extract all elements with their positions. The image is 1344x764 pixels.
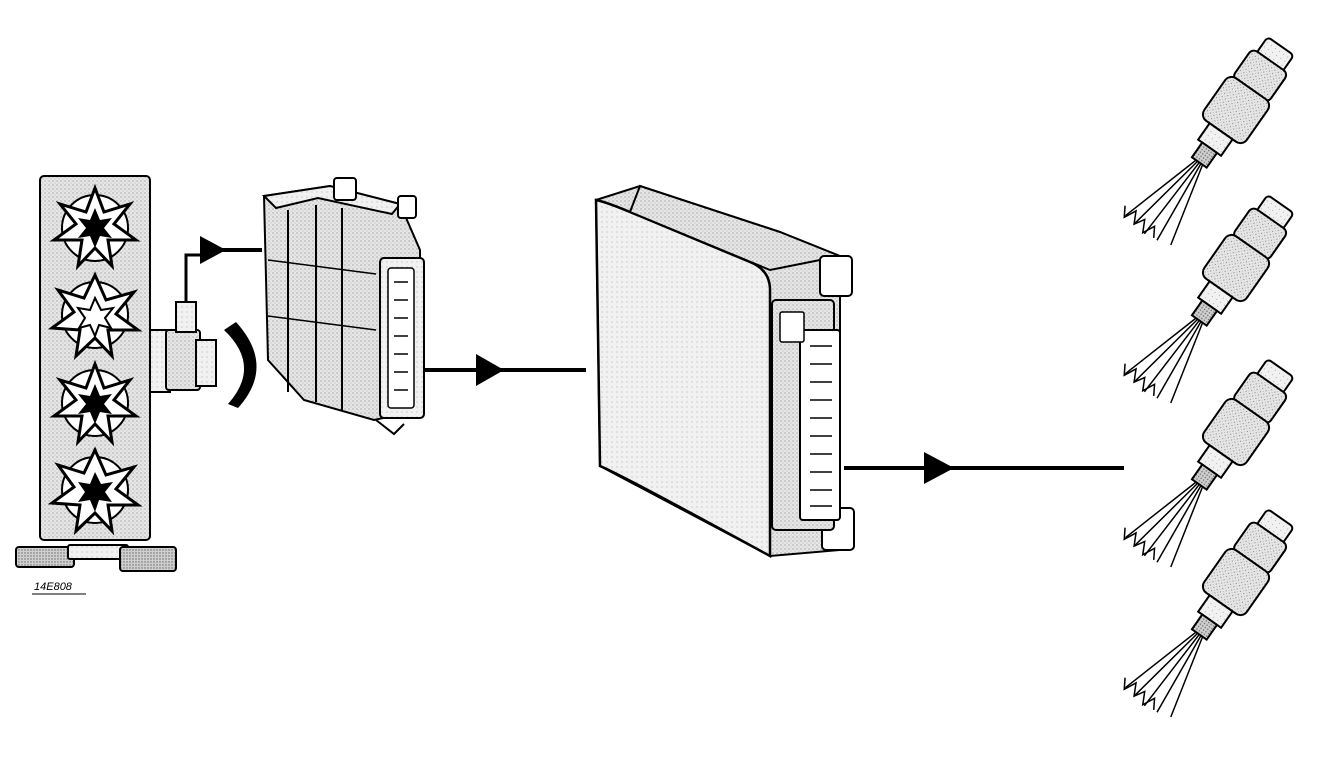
fuel-injector-3 <box>1123 359 1294 568</box>
fuel-injector-1 <box>1123 37 1294 246</box>
cylinder-1-explosion-icon <box>49 183 141 271</box>
ecu-to-injectors-arrow <box>844 452 1124 484</box>
cylinder-2-explosion-icon <box>47 271 143 361</box>
cylinder-4-explosion-icon <box>47 446 143 536</box>
figure-reference: 14E808 <box>32 581 86 595</box>
engine-block <box>15 175 177 572</box>
fuel-injector-4 <box>1123 509 1294 718</box>
electronic-control-unit <box>594 184 855 559</box>
svg-text:14E808: 14E808 <box>34 581 73 593</box>
cylinder-3-explosion-icon <box>49 359 141 447</box>
module-to-ecu-arrow <box>424 354 586 386</box>
fuel-injector-2 <box>1123 195 1294 404</box>
sensor-signal-arrow <box>200 236 262 264</box>
ignition-module <box>261 177 425 436</box>
flywheel-segment <box>224 322 257 408</box>
crankshaft-sensor <box>149 253 217 393</box>
